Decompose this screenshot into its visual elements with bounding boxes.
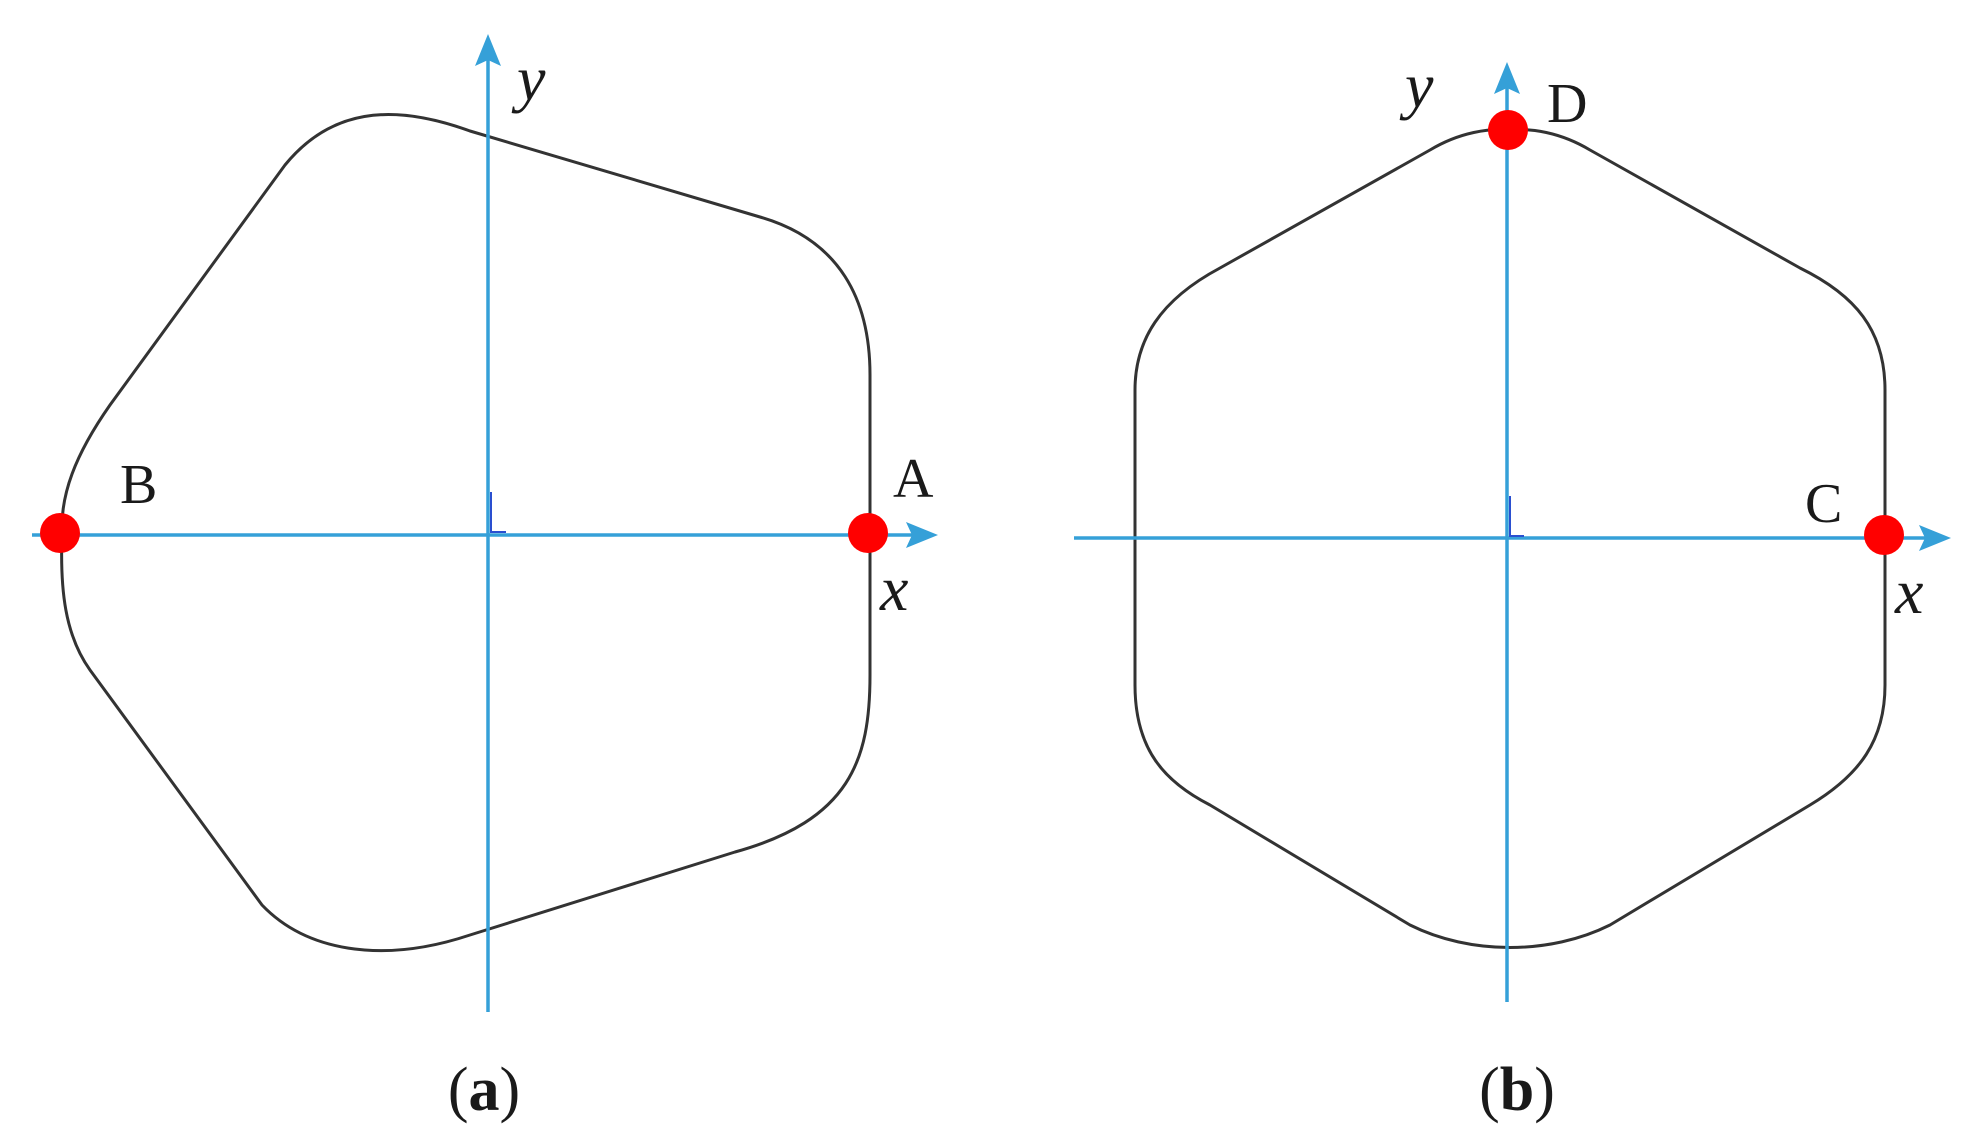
point-d-label: D <box>1547 73 1587 135</box>
panel-a-x-arrowhead <box>906 522 938 548</box>
panel-a-origin-tick <box>490 492 506 533</box>
panel-b-caption-close: ) <box>1534 1056 1555 1124</box>
panel-a-x-axis-label: x <box>879 553 908 624</box>
point-c-marker <box>1864 515 1904 555</box>
hexagon-contour <box>1133 128 1887 949</box>
panel-b-y-axis-label: y <box>1399 50 1434 121</box>
panel-a: A B x y (a) <box>32 34 938 1124</box>
panel-b-y-arrowhead <box>1494 62 1520 94</box>
point-b-marker <box>40 513 80 553</box>
panel-b-origin-tick <box>1509 496 1524 537</box>
point-b-label: B <box>120 454 157 516</box>
panel-b-caption: (b) <box>1479 1056 1555 1124</box>
panel-b-x-axis-label: x <box>1894 556 1923 627</box>
point-d-marker <box>1488 110 1528 150</box>
point-a-label: A <box>893 448 934 510</box>
panel-b-caption-letter: b <box>1500 1056 1534 1124</box>
point-c-label: C <box>1805 473 1842 535</box>
panel-a-caption-letter: a <box>469 1056 500 1124</box>
panel-b-x-arrowhead <box>1919 525 1951 551</box>
point-a-marker <box>848 513 888 553</box>
panel-a-y-arrowhead <box>475 34 501 66</box>
panel-a-caption: (a) <box>448 1056 520 1124</box>
panel-b-caption-open: ( <box>1479 1056 1500 1124</box>
panel-a-caption-close: ) <box>500 1056 521 1124</box>
panel-a-y-axis-label: y <box>511 43 546 114</box>
panel-b: C D x y (b) <box>1074 50 1951 1124</box>
pentagon-contour <box>60 113 872 953</box>
panel-a-caption-open: ( <box>448 1056 469 1124</box>
